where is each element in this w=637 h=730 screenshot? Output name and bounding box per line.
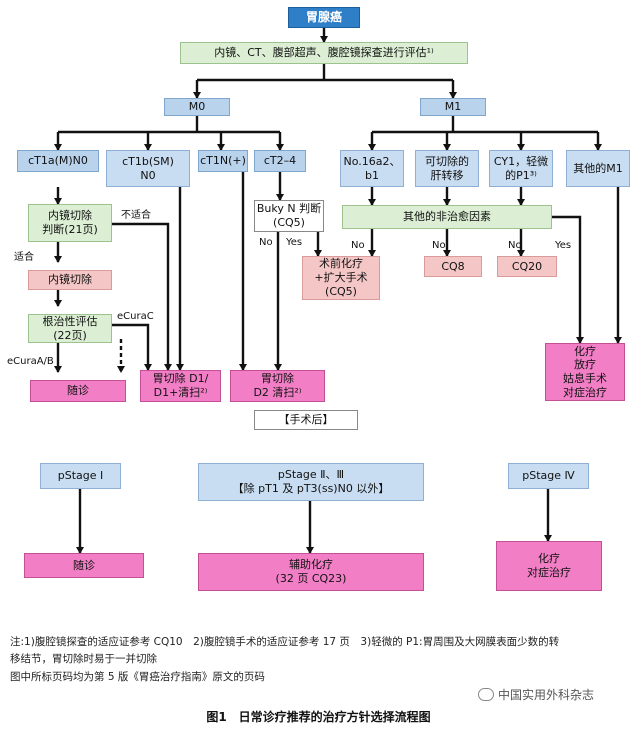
- other-non-curative-factors-box: 其他的非治愈因素: [342, 205, 552, 229]
- ct1a-box: cT1a(M)N0: [17, 150, 99, 172]
- footnote-line-2: 移结节，胃切除时易于一并切除: [10, 653, 157, 665]
- label-no-preop: No: [351, 240, 365, 251]
- label-ecurac: eCuraC: [117, 311, 154, 322]
- ct2-4-box: cT2–4: [254, 150, 306, 172]
- cy1-mild-p1-box: CY1，轻微 的P1³⁾: [489, 150, 553, 187]
- endoscopic-resection-box: 内镜切除: [28, 270, 112, 290]
- pstage-4-box: pStage Ⅳ: [508, 463, 589, 489]
- label-suitable: 适合: [14, 252, 34, 263]
- m1-box: M1: [420, 98, 486, 116]
- buky-n-judgment-box: Buky N 判断 (CQ5): [254, 200, 324, 232]
- endoscopic-resection-judgment-box: 内镜切除 判断(21页): [28, 204, 112, 242]
- gastric-adenocarcinoma-box: 胃腺癌: [288, 7, 360, 28]
- label-buky-no: No: [259, 237, 273, 248]
- label-ecura-ab: eCuraA/B: [7, 356, 54, 367]
- label-no-cq20: No: [508, 240, 522, 251]
- preop-chemo-extended-surgery-box: 术前化疗 +扩大手术 (CQ5): [302, 256, 380, 300]
- no16a2-b1-box: No.16a2、b1: [340, 150, 404, 187]
- label-buky-yes: Yes: [286, 237, 303, 248]
- label-yes-other: Yes: [555, 240, 572, 251]
- chemo-symptomatic-box: 化疗 对症治疗: [496, 541, 602, 591]
- adjuvant-chemotherapy-box: 辅助化疗 (32 页 CQ23): [198, 553, 424, 591]
- radical-evaluation-box: 根治性评估 (22页): [28, 314, 112, 343]
- evaluation-box: 内镜、CT、腹部超声、腹腔镜探查进行评估¹⁾: [180, 42, 468, 64]
- resectable-liver-metastasis-box: 可切除的 肝转移: [415, 150, 479, 187]
- post-surgery-box: 【手术后】: [254, 410, 358, 430]
- gastrectomy-d2-box: 胃切除 D2 清扫²⁾: [230, 370, 325, 402]
- pstage-1-box: pStage Ⅰ: [40, 463, 121, 489]
- m0-box: M0: [164, 98, 230, 116]
- footnote-line-3: 图中所标页码均为第 5 版《胃癌治疗指南》原文的页码: [10, 671, 265, 683]
- watermark: 中国实用外科杂志: [478, 686, 594, 703]
- pstage-2-3-box: pStage Ⅱ、Ⅲ 【除 pT1 及 pT3(ss)N0 以外】: [198, 463, 424, 501]
- cq8-box: CQ8: [424, 256, 482, 277]
- watermark-text: 中国实用外科杂志: [498, 688, 595, 702]
- chemo-radiation-palliative-box: 化疗 放疗 姑息手术 对症治疗: [545, 343, 625, 401]
- other-m1-box: 其他的M1: [566, 150, 630, 187]
- ct1n-box: cT1N(+): [198, 150, 248, 172]
- wechat-icon: [478, 688, 494, 701]
- figure-caption: 图1 日常诊疗推荐的治疗方针选择流程图: [206, 710, 431, 724]
- gastrectomy-d1-box: 胃切除 D1/ D1+清扫²⁾: [140, 370, 221, 402]
- label-unsuitable: 不适合: [121, 210, 151, 221]
- label-no-cq8: No: [432, 240, 446, 251]
- follow-up-box: 随诊: [30, 380, 126, 402]
- follow-up-box-2: 随诊: [24, 553, 144, 578]
- footnote-line-1: 注:1)腹腔镜探查的适应证参考 CQ10 2)腹腔镜手术的适应证参考 17 页 …: [10, 636, 560, 648]
- ct1b-box: cT1b(SM) N0: [106, 150, 190, 187]
- cq20-box: CQ20: [497, 256, 557, 277]
